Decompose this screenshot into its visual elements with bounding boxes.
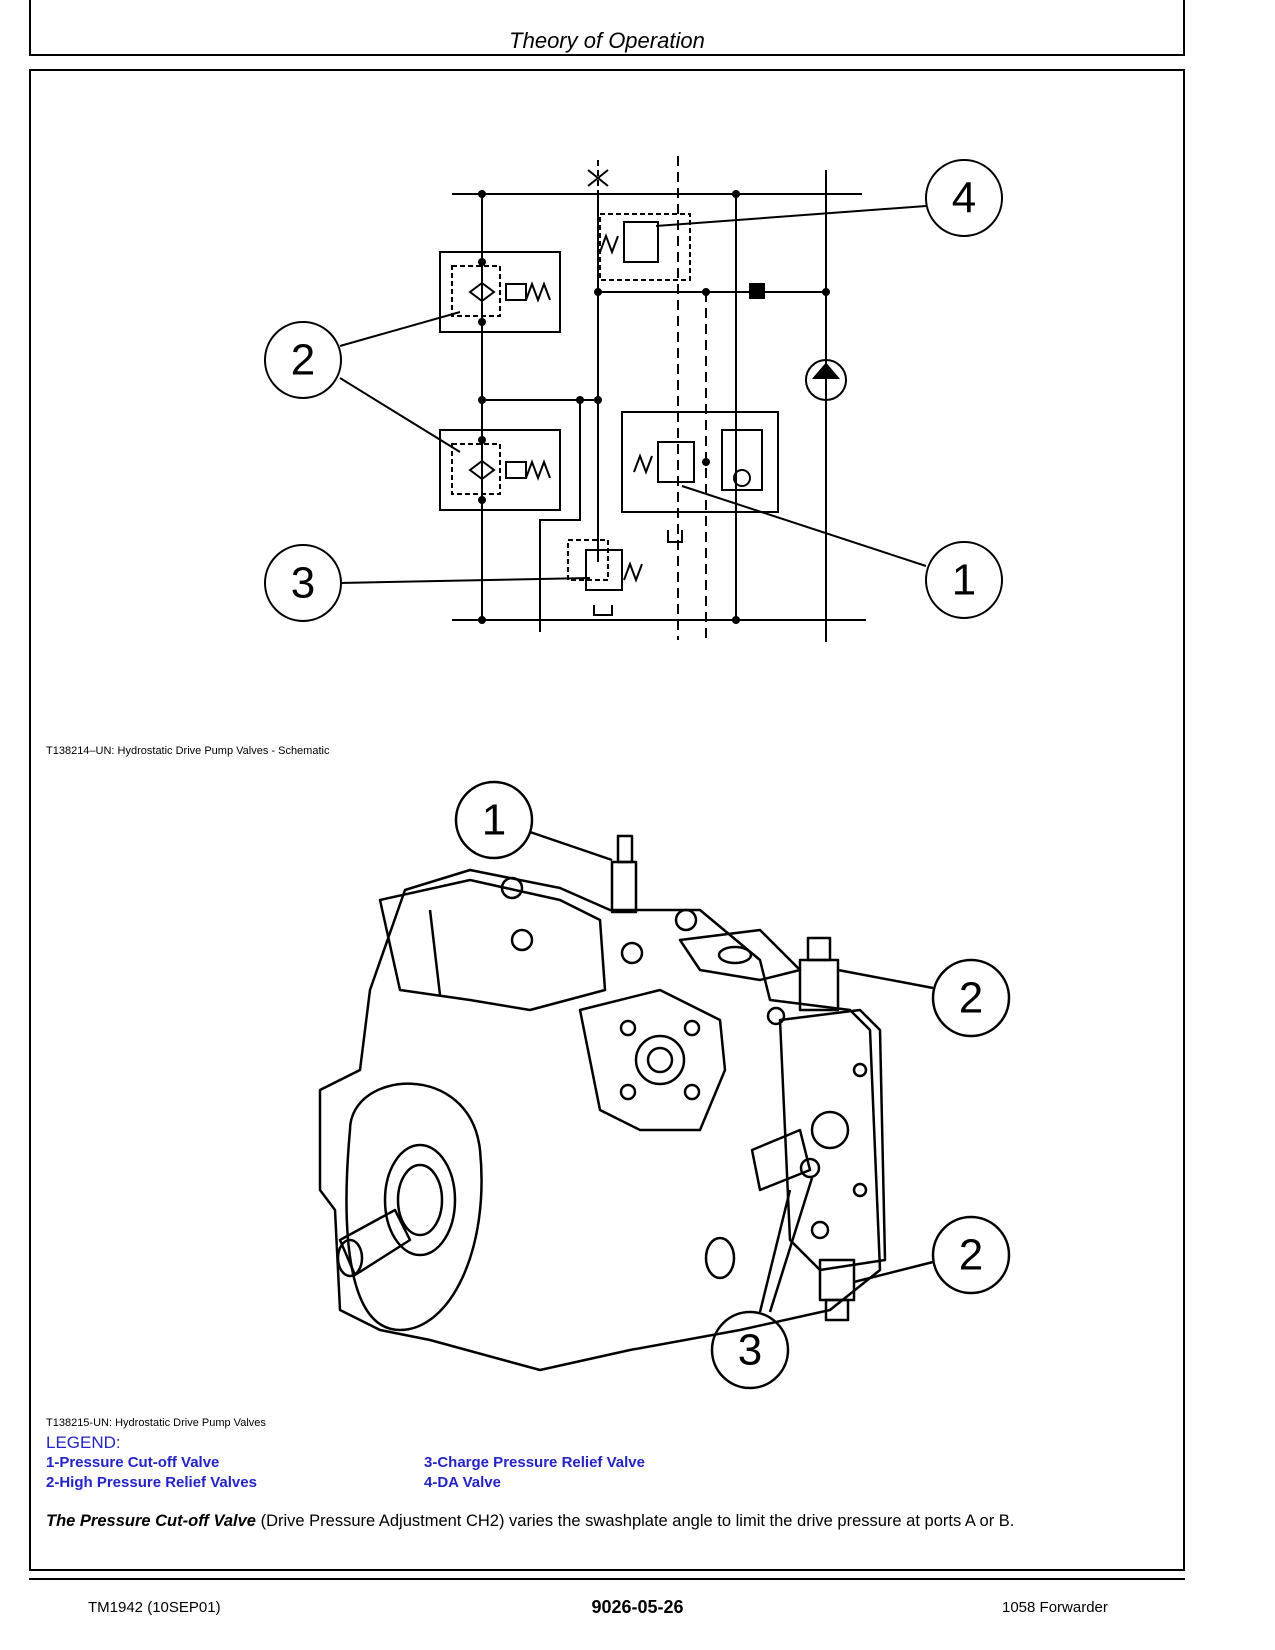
legend-item-1: 1-Pressure Cut-off Valve	[46, 1454, 220, 1471]
schematic-callout-2: 2	[291, 336, 315, 385]
schematic-callout-3: 3	[291, 559, 315, 608]
schematic-caption: T138214–UN: Hydrostatic Drive Pump Valve…	[46, 745, 330, 757]
legend-item-3: 3-Charge Pressure Relief Valve	[424, 1454, 645, 1471]
footer-model: 1058 Forwarder	[1002, 1599, 1108, 1616]
legend-item-4: 4-DA Valve	[424, 1474, 501, 1491]
body-paragraph: The Pressure Cut-off Valve (Drive Pressu…	[46, 1512, 1014, 1531]
illustration-callout-3: 3	[738, 1326, 762, 1375]
content-frame	[29, 69, 1185, 1571]
footer-manual-id: TM1942 (10SEP01)	[88, 1599, 221, 1616]
page-header: Theory of Operation	[29, 0, 1185, 56]
illustration-callout-1: 1	[482, 796, 506, 845]
page-title: Theory of Operation	[509, 28, 705, 53]
legend-title: LEGEND:	[46, 1433, 121, 1452]
schematic-callout-1: 1	[952, 556, 976, 605]
schematic-callout-4: 4	[952, 174, 976, 223]
footer-page-number: 9026-05-26	[591, 1597, 684, 1617]
pump-illustration: 1 2 2 3	[318, 780, 1011, 1390]
legend-item-2: 2-High Pressure Relief Valves	[46, 1474, 257, 1491]
illustration-callout-2-upper: 2	[959, 974, 983, 1023]
illustration-caption: T138215-UN: Hydrostatic Drive Pump Valve…	[46, 1417, 266, 1429]
body-lead: The Pressure Cut-off Valve	[46, 1512, 256, 1530]
illustration-callout-2-lower: 2	[959, 1231, 983, 1280]
footer-divider	[29, 1578, 1185, 1580]
body-text: (Drive Pressure Adjustment CH2) varies t…	[255, 1512, 1015, 1530]
schematic-diagram: 4 2 3 1	[264, 156, 1003, 642]
